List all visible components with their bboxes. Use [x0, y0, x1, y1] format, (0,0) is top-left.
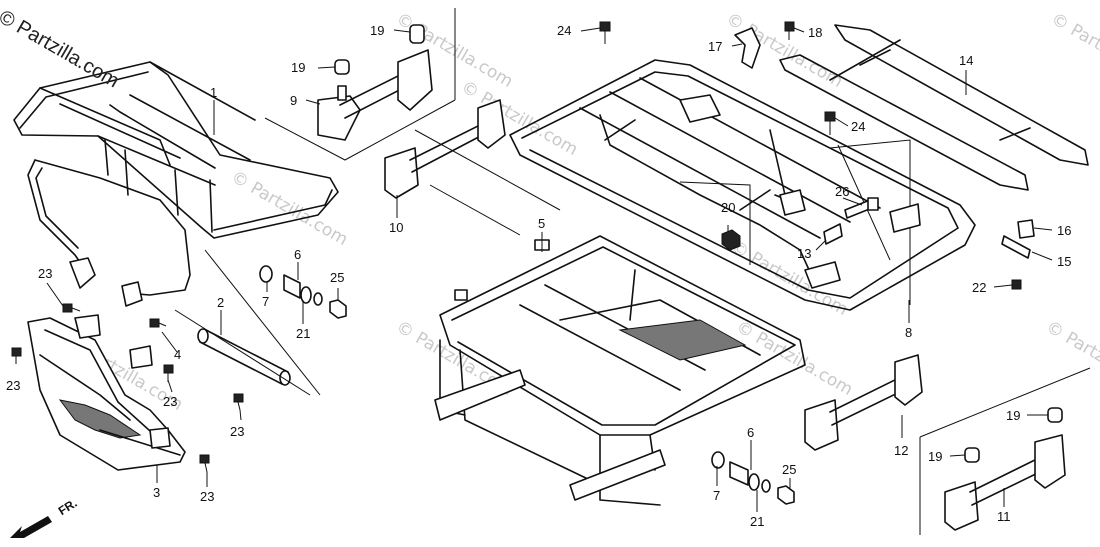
callout-14: 14	[959, 53, 973, 68]
callout-20: 20	[721, 200, 735, 215]
callout-19: 19	[370, 23, 384, 38]
callout-24: 24	[557, 23, 571, 38]
watermark-layer: © Partzilla.com © Partzilla.com © Partzi…	[63, 9, 1100, 415]
callout-15: 15	[1057, 254, 1071, 269]
bolt-18	[784, 21, 795, 40]
callout-7: 7	[713, 488, 720, 503]
callout-18: 18	[808, 25, 822, 40]
callout-25: 25	[330, 270, 344, 285]
callout-19: 19	[1006, 408, 1020, 423]
bolt-set-left	[11, 303, 244, 473]
bolt-24-top	[599, 21, 611, 44]
collar-13	[823, 223, 843, 245]
bolt-26	[844, 197, 879, 219]
callout-6: 6	[294, 247, 301, 262]
callout-8: 8	[905, 325, 912, 340]
callout-2: 2	[217, 295, 224, 310]
callout-23: 23	[6, 378, 20, 393]
callout-23: 23	[163, 394, 177, 409]
bolt-22	[1011, 279, 1022, 290]
explode-lines	[174, 8, 1091, 535]
callout-5: 5	[538, 216, 545, 231]
bracket-assembly-10	[384, 99, 506, 199]
callout-9: 9	[290, 93, 297, 108]
callout-24: 24	[851, 119, 865, 134]
nut-20	[721, 229, 741, 251]
callout-17: 17	[708, 39, 722, 54]
callout-26: 26	[835, 184, 849, 199]
watermark-text: © Partzilla.com	[1048, 9, 1100, 92]
callout-23: 23	[200, 489, 214, 504]
callout-22: 22	[972, 280, 986, 295]
callout-25: 25	[782, 462, 796, 477]
callout-23: 23	[230, 424, 244, 439]
bracket-assembly-upper	[317, 24, 433, 141]
callout-3: 3	[153, 485, 160, 500]
callout-23: 23	[38, 266, 52, 281]
callout-1: 1	[210, 85, 217, 100]
watermark-text: © Partzilla.com	[228, 167, 352, 250]
bracket-12	[804, 354, 923, 451]
callout-21: 21	[750, 514, 764, 529]
front-direction-arrow-icon	[10, 516, 52, 538]
callout-21: 21	[296, 326, 310, 341]
callout-13: 13	[797, 246, 811, 261]
collar-set-rear	[711, 451, 795, 505]
front-carrier-rack	[13, 61, 339, 307]
leader-lines	[46, 27, 1053, 512]
callout-19: 19	[291, 60, 305, 75]
callout-16: 16	[1057, 223, 1071, 238]
bolt-24-mid	[824, 111, 836, 135]
watermark-text: © Partzilla.com	[733, 317, 857, 400]
callout-labels: 1 2 3 4 5 6 6 7 7 8 9 10 11 12 13 14 15 …	[6, 23, 1071, 529]
watermark-text: © Partzilla.com	[723, 9, 847, 92]
clip-17	[734, 27, 761, 69]
clamp-16-15	[1001, 219, 1035, 259]
carrier-box-frame	[434, 235, 806, 506]
callout-4: 4	[174, 347, 181, 362]
cross-pipe	[197, 328, 291, 386]
rear-carrier-rack	[509, 59, 976, 311]
skid-plate	[27, 314, 186, 471]
callout-19: 19	[928, 449, 942, 464]
callout-7: 7	[262, 294, 269, 309]
watermark-text: © Partzilla.com	[1043, 317, 1100, 400]
callout-6: 6	[747, 425, 754, 440]
tie-plate	[779, 24, 1089, 191]
callout-12: 12	[894, 443, 908, 458]
callout-11: 11	[997, 509, 1011, 524]
callout-10: 10	[389, 220, 403, 235]
